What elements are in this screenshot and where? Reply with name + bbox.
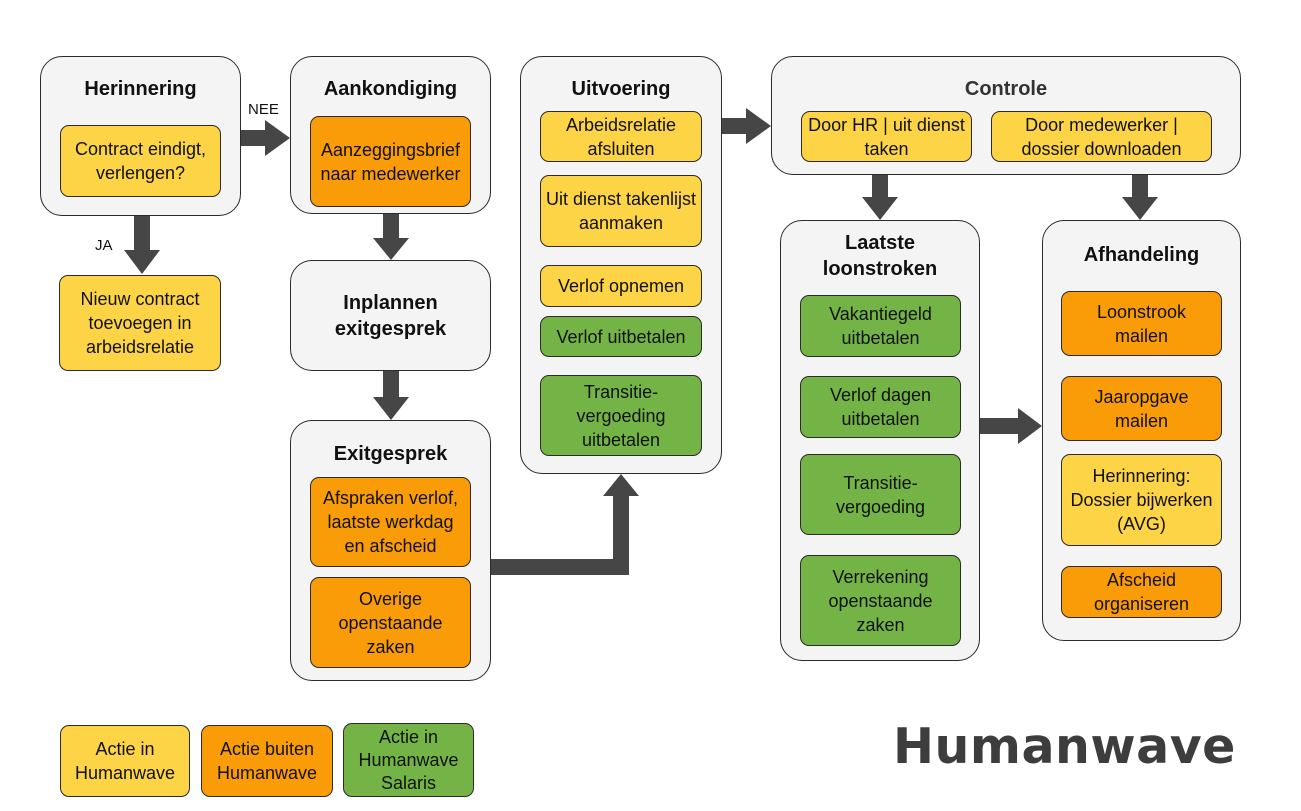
step-verlof-uitbetalen: Verlof uitbetalen bbox=[540, 316, 702, 357]
step-overige-openstaande-zaken: Overige openstaande zaken bbox=[310, 577, 471, 668]
step-transitievergoeding-uitbetalen: Transitie-vergoeding uitbetalen bbox=[540, 375, 702, 456]
group-title-exitgesprek: Exitgesprek bbox=[333, 443, 448, 465]
step-door-hr: Door HR | uit dienst taken bbox=[801, 111, 972, 162]
arrow-controle-to-laatste-loonstroken bbox=[862, 175, 898, 220]
arrow-controle-to-afhandeling bbox=[1122, 175, 1158, 220]
group-afhandeling: Afhandeling Loonstrook mailen Jaaropgave… bbox=[1042, 220, 1241, 641]
arrow-herinnering-to-aankondiging bbox=[241, 120, 290, 156]
arrow-herinnering-to-nieuw-contract bbox=[124, 216, 160, 274]
step-vakantiegeld-uitbetalen: Vakantiegeld uitbetalen bbox=[800, 295, 961, 357]
step-arbeidsrelatie-afsluiten: Arbeidsrelatie afsluiten bbox=[540, 111, 702, 162]
group-uitvoering: Uitvoering Arbeidsrelatie afsluiten Uit … bbox=[520, 56, 722, 474]
group-title-herinnering: Herinnering bbox=[84, 78, 197, 100]
step-contract-eindigt: Contract eindigt, verlengen? bbox=[60, 125, 221, 197]
legend-actie-in-humanwave: Actie in Humanwave bbox=[60, 725, 190, 797]
arrow-exitgesprek-to-uitvoering bbox=[491, 474, 639, 575]
arrow-aankondiging-to-inplannen bbox=[373, 214, 409, 260]
group-inplannen-exitgesprek: Inplannen exitgesprek bbox=[290, 260, 491, 371]
group-exitgesprek: Exitgesprek Afspraken verlof, laatste we… bbox=[290, 420, 491, 681]
label-nee: NEE bbox=[248, 101, 279, 118]
step-verlof-opnemen: Verlof opnemen bbox=[540, 265, 702, 307]
humanwave-logo: Humanwave bbox=[893, 718, 1236, 775]
step-nieuw-contract: Nieuw contract toevoegen in arbeidsrelat… bbox=[59, 275, 221, 371]
group-title-controle: Controle bbox=[964, 78, 1048, 100]
step-loonstrook-mailen: Loonstrook mailen bbox=[1061, 291, 1222, 356]
step-aanzeggingsbrief: Aanzeggingsbrief naar medewerker bbox=[310, 116, 471, 207]
group-herinnering: Herinnering Contract eindigt, verlengen? bbox=[40, 56, 241, 216]
group-title-inplannen: Inplannen exitgesprek bbox=[334, 291, 447, 340]
step-verlof-dagen-uitbetalen: Verlof dagen uitbetalen bbox=[800, 376, 961, 438]
group-title-afhandeling: Afhandeling bbox=[1083, 244, 1200, 266]
step-verrekening-openstaande-zaken: Verrekening openstaande zaken bbox=[800, 555, 961, 646]
step-herinnering-dossier-bijwerken: Herinnering: Dossier bijwerken (AVG) bbox=[1061, 454, 1222, 546]
arrow-laatste-loonstroken-to-afhandeling bbox=[980, 408, 1042, 444]
step-transitievergoeding: Transitie-vergoeding bbox=[800, 454, 961, 535]
label-ja: JA bbox=[95, 237, 113, 254]
step-uit-dienst-takenlijst: Uit dienst takenlijst aanmaken bbox=[540, 175, 702, 247]
group-title-laatste-loonstroken: Laatste loonstroken bbox=[822, 232, 938, 280]
group-title-aankondiging: Aankondiging bbox=[323, 78, 458, 100]
arrow-inplannen-to-exitgesprek bbox=[373, 371, 409, 420]
group-title-uitvoering: Uitvoering bbox=[571, 78, 671, 100]
group-laatste-loonstroken: Laatste loonstroken Vakantiegeld uitbeta… bbox=[780, 220, 980, 661]
arrow-uitvoering-to-controle bbox=[722, 108, 771, 144]
legend-actie-buiten-humanwave: Actie buiten Humanwave bbox=[201, 725, 333, 797]
group-aankondiging: Aankondiging Aanzeggingsbrief naar medew… bbox=[290, 56, 491, 214]
step-afscheid-organiseren: Afscheid organiseren bbox=[1061, 566, 1222, 618]
step-jaaropgave-mailen: Jaaropgave mailen bbox=[1061, 376, 1222, 441]
step-afspraken-verlof: Afspraken verlof, laatste werkdag en afs… bbox=[310, 477, 471, 567]
group-controle: Controle Door HR | uit dienst taken Door… bbox=[771, 56, 1241, 175]
legend-actie-in-humanwave-salaris: Actie in Humanwave Salaris bbox=[343, 723, 474, 797]
step-door-medewerker: Door medewerker | dossier downloaden bbox=[991, 111, 1212, 162]
